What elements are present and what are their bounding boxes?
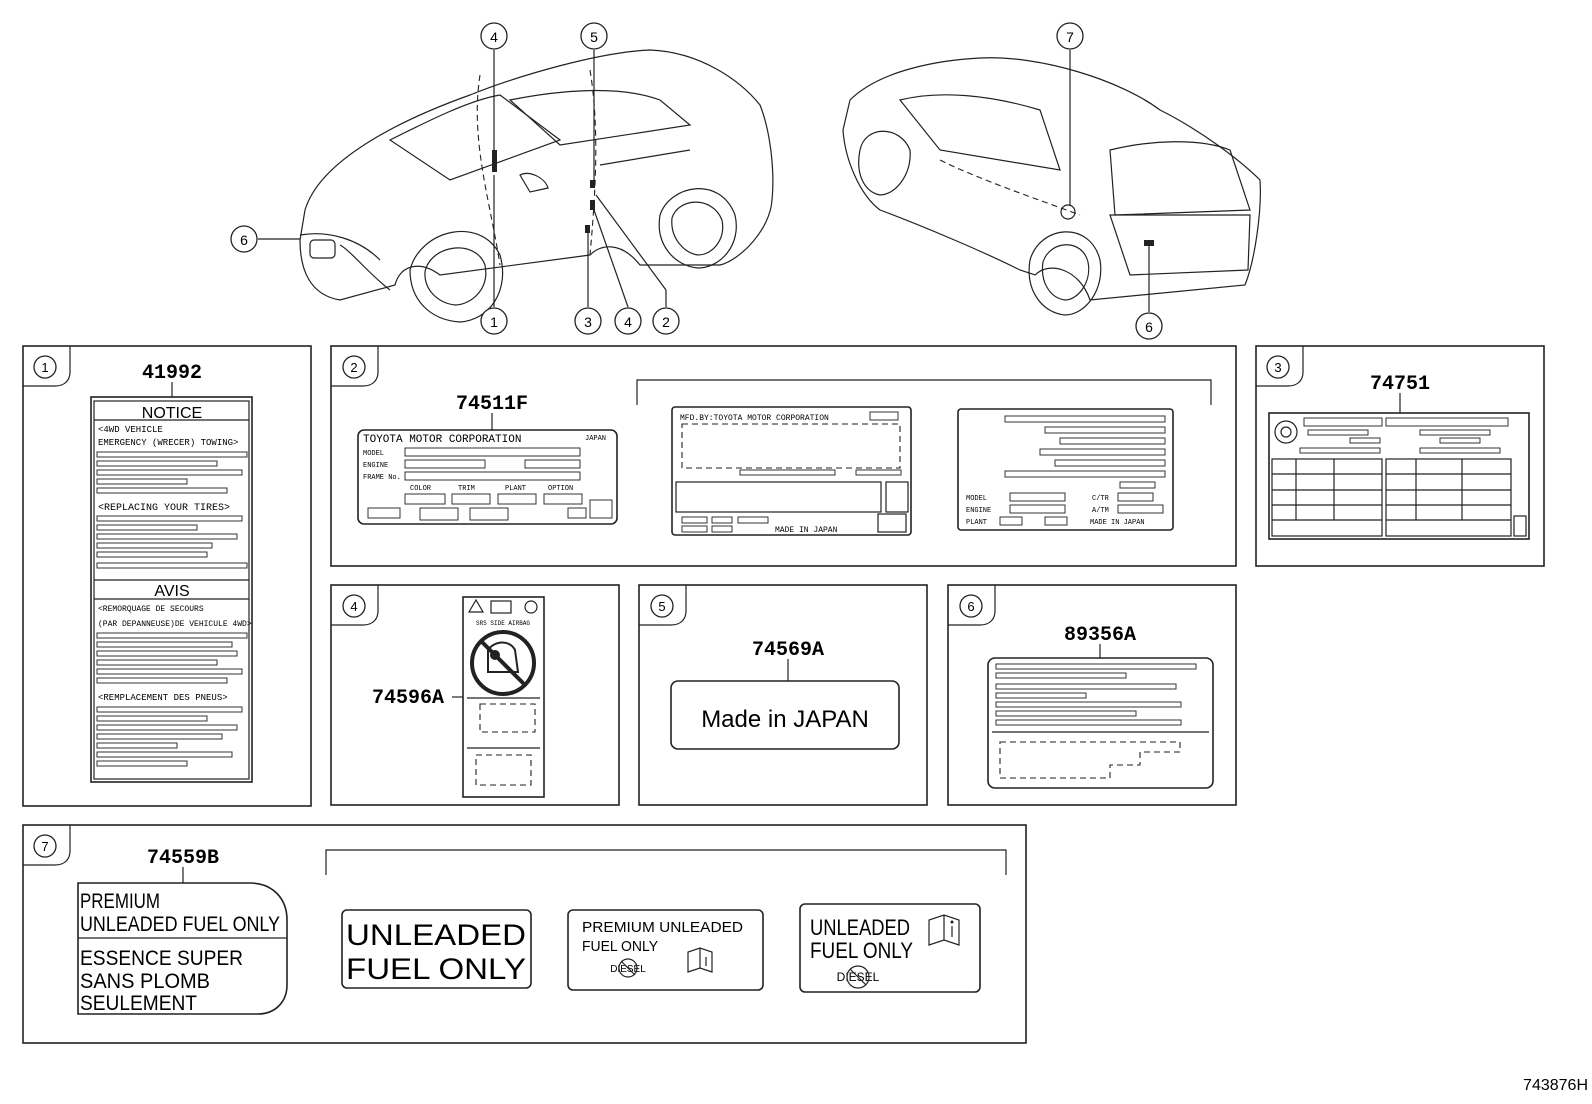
front-car-illustration — [299, 49, 774, 323]
svg-text:(PAR DEPANNEUSE)DE VEHICULE 4W: (PAR DEPANNEUSE)DE VEHICULE 4WD> — [98, 620, 252, 629]
panel-7: 7 74559B PREMIUM UNLEADED FUEL ONLY ESSE… — [22, 824, 1027, 1044]
panel-1: 1 41992 NOTICE <4WD VEHICLE EMERGENCY (W… — [22, 345, 312, 807]
part-number-41992: 41992 — [142, 362, 202, 385]
manual-book-icon — [928, 914, 960, 946]
svg-text:3: 3 — [584, 314, 592, 330]
svg-text:PREMIUM UNLEADED: PREMIUM UNLEADED — [582, 919, 743, 936]
svg-text:NOTICE: NOTICE — [142, 405, 202, 422]
svg-text:EMERGENCY (WRECER) TOWING>: EMERGENCY (WRECER) TOWING> — [98, 438, 238, 448]
callout-6-rear: 6 — [1135, 312, 1163, 340]
svg-text:DIESEL: DIESEL — [610, 964, 646, 975]
callout-7-top: 7 — [1056, 22, 1084, 50]
diagram-id: 743876H — [1523, 1077, 1588, 1094]
svg-text:MODEL: MODEL — [363, 450, 384, 458]
svg-text:1: 1 — [490, 314, 498, 330]
svg-text:SEULEMENT: SEULEMENT — [80, 992, 197, 1015]
svg-text:AVIS: AVIS — [154, 583, 189, 600]
svg-text:FUEL ONLY: FUEL ONLY — [810, 938, 913, 963]
svg-text:COLOR: COLOR — [410, 485, 432, 493]
part-number-89356A: 89356A — [1064, 624, 1136, 647]
callout-5-top: 5 — [580, 22, 608, 50]
panel-2: 2 74511F TOYOTA MOTOR CORPORATION JAPAN … — [330, 345, 1237, 567]
part-number-74511F: 74511F — [456, 393, 528, 416]
svg-text:7: 7 — [41, 839, 48, 854]
svg-text:SANS PLOMB: SANS PLOMB — [80, 970, 210, 993]
svg-text:OPTION: OPTION — [548, 485, 573, 493]
svg-text:6: 6 — [240, 232, 248, 248]
svg-text:MADE IN JAPAN: MADE IN JAPAN — [775, 526, 838, 535]
svg-text:FUEL ONLY: FUEL ONLY — [346, 953, 526, 986]
callout-3-bottom: 3 — [574, 307, 602, 335]
rear-leaders — [1069, 50, 1150, 312]
svg-text:4: 4 — [490, 29, 498, 45]
svg-text:2: 2 — [662, 314, 670, 330]
svg-text:2: 2 — [350, 360, 357, 375]
callout-4-top: 4 — [480, 22, 508, 50]
svg-text:PLANT: PLANT — [966, 519, 987, 527]
svg-text:MODEL: MODEL — [966, 495, 987, 503]
svg-text:ESSENCE SUPER: ESSENCE SUPER — [80, 947, 243, 970]
callout-4-bottom: 4 — [614, 307, 642, 335]
svg-text:SRS SIDE AIRBAG: SRS SIDE AIRBAG — [476, 620, 530, 627]
callout-circles: 4 5 6 1 3 4 2 7 6 — [230, 22, 1163, 340]
svg-text:TRIM: TRIM — [458, 485, 475, 493]
svg-text:6: 6 — [967, 599, 974, 614]
svg-text:1: 1 — [41, 360, 48, 375]
svg-text:4: 4 — [624, 314, 632, 330]
panel-5: 5 74569A Made in JAPAN — [638, 584, 928, 806]
svg-text:4: 4 — [350, 599, 357, 614]
panel-3: 3 74751 — [1255, 345, 1545, 567]
panel-6: 6 89356A — [947, 584, 1237, 806]
callout-1-bottom: 1 — [480, 307, 508, 335]
svg-text:<REMORQUAGE DE SECOURS: <REMORQUAGE DE SECOURS — [98, 605, 204, 614]
svg-text:5: 5 — [590, 29, 598, 45]
svg-text:<4WD VEHICLE: <4WD VEHICLE — [98, 425, 163, 435]
svg-text:JAPAN: JAPAN — [585, 435, 606, 443]
svg-text:UNLEADED FUEL ONLY: UNLEADED FUEL ONLY — [80, 913, 280, 936]
rear-car-illustration — [842, 57, 1261, 316]
svg-text:FUEL ONLY: FUEL ONLY — [582, 938, 658, 955]
part-number-74596A: 74596A — [372, 687, 444, 710]
svg-text:<REMPLACEMENT DES PNEUS>: <REMPLACEMENT DES PNEUS> — [98, 693, 228, 703]
svg-text:6: 6 — [1145, 319, 1153, 335]
svg-text:C/TR: C/TR — [1092, 495, 1110, 503]
svg-text:FRAME No.: FRAME No. — [363, 474, 401, 482]
svg-text:UNLEADED: UNLEADED — [346, 919, 526, 952]
part-number-74559B: 74559B — [147, 847, 219, 870]
svg-text:ENGINE: ENGINE — [966, 507, 991, 515]
callout-6-left: 6 — [230, 225, 258, 253]
front-leaders — [258, 50, 667, 308]
svg-text:PLANT: PLANT — [505, 485, 526, 493]
svg-text:MADE IN JAPAN: MADE IN JAPAN — [1090, 519, 1145, 527]
svg-text:ENGINE: ENGINE — [363, 462, 388, 470]
manual-book-icon — [687, 947, 713, 973]
part-number-74751: 74751 — [1370, 373, 1430, 396]
svg-text:5: 5 — [658, 599, 665, 614]
panel-4: 4 SRS SIDE AIRBAG 74596A — [330, 584, 620, 806]
svg-text:TOYOTA MOTOR CORPORATION: TOYOTA MOTOR CORPORATION — [363, 434, 521, 446]
svg-text:PREMIUM: PREMIUM — [80, 890, 160, 913]
part-number-74569A: 74569A — [752, 639, 824, 662]
made-in-japan-text: Made in JAPAN — [701, 706, 869, 733]
svg-text:7: 7 — [1066, 29, 1074, 45]
svg-text:MFD.BY:TOYOTA MOTOR CORPORATIO: MFD.BY:TOYOTA MOTOR CORPORATION — [680, 414, 829, 423]
callout-2-bottom: 2 — [652, 307, 680, 335]
svg-text:<REPLACING YOUR TIRES>: <REPLACING YOUR TIRES> — [98, 503, 230, 514]
svg-text:3: 3 — [1274, 360, 1281, 375]
svg-text:A/TM: A/TM — [1092, 507, 1109, 515]
svg-text:UNLEADED: UNLEADED — [810, 915, 910, 940]
